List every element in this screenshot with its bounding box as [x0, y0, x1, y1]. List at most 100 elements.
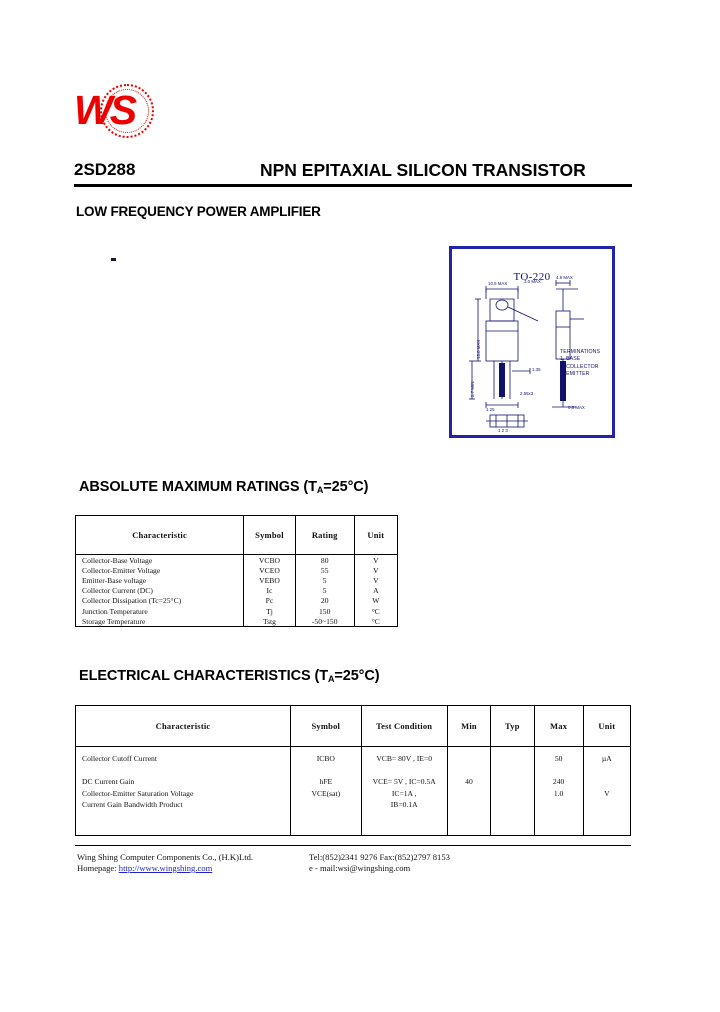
cell-test-condition-group: VCB= 80V , IE=0 VCE= 5V , IC=0.5A IC=1A … [360, 746, 448, 836]
dim-label-body-height: 15.0 MAX [476, 339, 481, 359]
symbol-line-2: hFE [319, 777, 333, 786]
col-header-symbol: Symbol [290, 705, 362, 747]
symbol-lines: ICBO hFE VCE(sat) [291, 747, 361, 799]
cell-symbol: Ic [243, 585, 296, 596]
elec-heading-sub: A [327, 674, 335, 684]
typ-lines [491, 747, 533, 753]
cell-characteristic: Collector-Base Voltage [74, 554, 245, 566]
table-row: Collector Current (DC) Ic 5 A [74, 585, 399, 596]
footer-email: e - mail:wsi@wingshing.com [309, 863, 411, 873]
cell-rating: 5 [294, 585, 355, 596]
unit-line-2: V [604, 788, 610, 798]
termination-item-collector: 2. COLLECTOR [560, 363, 599, 370]
absolute-maximum-ratings-heading: ABSOLUTE MAXIMUM RATINGS (TA=25°C) [79, 479, 368, 495]
dim-label-pin-numbers: 1 2 3 [498, 428, 508, 433]
col-header-unit: Unit [582, 705, 632, 747]
cell-rating: 55 [294, 565, 355, 576]
elec-heading-main: ELECTRICAL CHARACTERISTICS (T [79, 668, 328, 684]
footer-homepage-link[interactable]: http://www.wingshing.com [118, 863, 213, 873]
dim-label-lead-pitch: 2.55x3 [520, 391, 534, 396]
unit-lines: µA V [584, 747, 630, 799]
cell-symbol-group: ICBO hFE VCE(sat) [290, 746, 362, 836]
max-lines: 50 240 1.0 [535, 747, 583, 799]
characteristic-lines: Collector Cutoff Current DC Current Gain… [76, 747, 290, 811]
footer-tel-fax: Tel:(852)2341 9276 Fax:(852)2797 8153 [309, 852, 450, 862]
cell-characteristic: Collector-Emitter Voltage [74, 565, 245, 576]
package-diagram-box: TO-220 [449, 246, 615, 438]
table-row: Collector-Base Voltage VCBO 80 V [74, 554, 399, 566]
max-line-2: 240 [552, 777, 565, 786]
cell-typ-group [490, 746, 535, 836]
cell-characteristic: Collector Current (DC) [74, 585, 245, 596]
table-header-row: Characteristic Symbol Test Condition Min… [74, 705, 632, 747]
min-lines: 40 [448, 747, 490, 788]
abs-heading-main: ABSOLUTE MAXIMUM RATINGS (T [79, 479, 317, 495]
dim-label-thickness: 4.8 MAX [556, 275, 573, 280]
cell-unit: W [353, 595, 399, 606]
col-header-typ: Typ [490, 705, 535, 747]
cell-unit-group: µA V [582, 746, 632, 836]
table-row: Junction Temperature Tj 150 °C [74, 605, 399, 617]
cell-max-group: 50 240 1.0 [533, 746, 584, 836]
col-header-symbol: Symbol [243, 515, 296, 555]
spacer-line [362, 765, 447, 777]
company-logo: WS [74, 82, 170, 144]
cell-symbol: VEBO [243, 575, 296, 586]
to220-outline-drawing [469, 280, 584, 428]
footer-company-name: Wing Shing Computer Components Co., (H.K… [77, 852, 254, 862]
dim-label-body-width: 10.5 MAX [488, 281, 508, 286]
table-row: Storage Temperature Tstg -50~150 °C [74, 616, 399, 628]
termination-item-emitter: 3. EMITTER [560, 371, 590, 378]
dim-label-lead-length: 2.7 MIN [470, 381, 475, 397]
cell-characteristic: Junction Temperature [74, 605, 245, 617]
abs-heading-sub: A [316, 485, 324, 495]
spacer-line [584, 776, 630, 788]
test-condition-line-2: VCE= 5V , IC=0.5A [372, 777, 436, 786]
col-header-max: Max [533, 705, 584, 747]
cell-symbol: Tstg [243, 616, 296, 628]
characteristic-line-1: Collector Cutoff Current [82, 754, 157, 763]
unit-line-1: µA [601, 754, 612, 763]
cell-characteristic-group: Collector Cutoff Current DC Current Gain… [74, 746, 292, 836]
footer-homepage-label: Homepage: [77, 863, 117, 873]
subtitle: LOW FREQUENCY POWER AMPLIFIER [76, 204, 321, 219]
cell-symbol: VCEO [243, 565, 296, 576]
logo-ring-icon [100, 84, 154, 138]
title-row: 2SD288 NPN EPITAXIAL SILICON TRANSISTOR [74, 160, 632, 187]
test-condition-line-4: IB=0.1A [390, 800, 418, 809]
dim-label-lead-thickness: 0.8 MAX [568, 405, 585, 410]
col-header-rating: Rating [294, 515, 355, 555]
table-header-row: Characteristic Symbol Rating Unit [74, 515, 399, 555]
cell-rating: 80 [294, 554, 355, 566]
dim-label-lead-width: 1.35 [532, 367, 541, 372]
table-row: Collector-Emitter Voltage VCEO 55 V [74, 565, 399, 576]
col-header-characteristic: Characteristic [74, 515, 245, 555]
spacer-line [448, 753, 490, 765]
electrical-characteristics-heading: ELECTRICAL CHARACTERISTICS (TA=25°C) [79, 668, 380, 684]
test-condition-line-1: VCB= 80V , IE=0 [376, 754, 432, 763]
cell-unit: A [353, 585, 399, 596]
spacer-line [584, 765, 630, 777]
footer-divider [75, 845, 631, 846]
page-title: NPN EPITAXIAL SILICON TRANSISTOR [260, 160, 586, 180]
table-row: Emitter-Base voltage VEBO 5 V [74, 575, 399, 586]
footer-company-block: Wing Shing Computer Components Co., (H.K… [77, 852, 307, 874]
package-title: TO-220 [513, 271, 551, 283]
cell-characteristic: Collector Dissipation (Tc=25°C) [74, 595, 245, 606]
bullet-mark-icon [111, 258, 116, 261]
cell-min-group: 40 [446, 746, 492, 836]
termination-item-base: 1. BASE [560, 356, 581, 363]
cell-rating: 5 [294, 575, 355, 586]
absolute-maximum-ratings-table: Characteristic Symbol Rating Unit Collec… [74, 515, 399, 628]
cell-characteristic: Emitter-Base voltage [74, 575, 245, 586]
cell-rating: 20 [294, 595, 355, 606]
spacer-line [82, 765, 290, 777]
min-line-2: 40 [465, 777, 473, 786]
max-line-3: 1.0 [553, 788, 564, 798]
cell-rating: -50~150 [294, 616, 355, 628]
cell-unit: °C [353, 616, 399, 628]
terminations-list: TERMINATIONS 1. BASE 2. COLLECTOR 3. EMI… [560, 349, 600, 379]
cell-unit: V [353, 575, 399, 586]
cell-symbol: Tj [243, 605, 296, 617]
